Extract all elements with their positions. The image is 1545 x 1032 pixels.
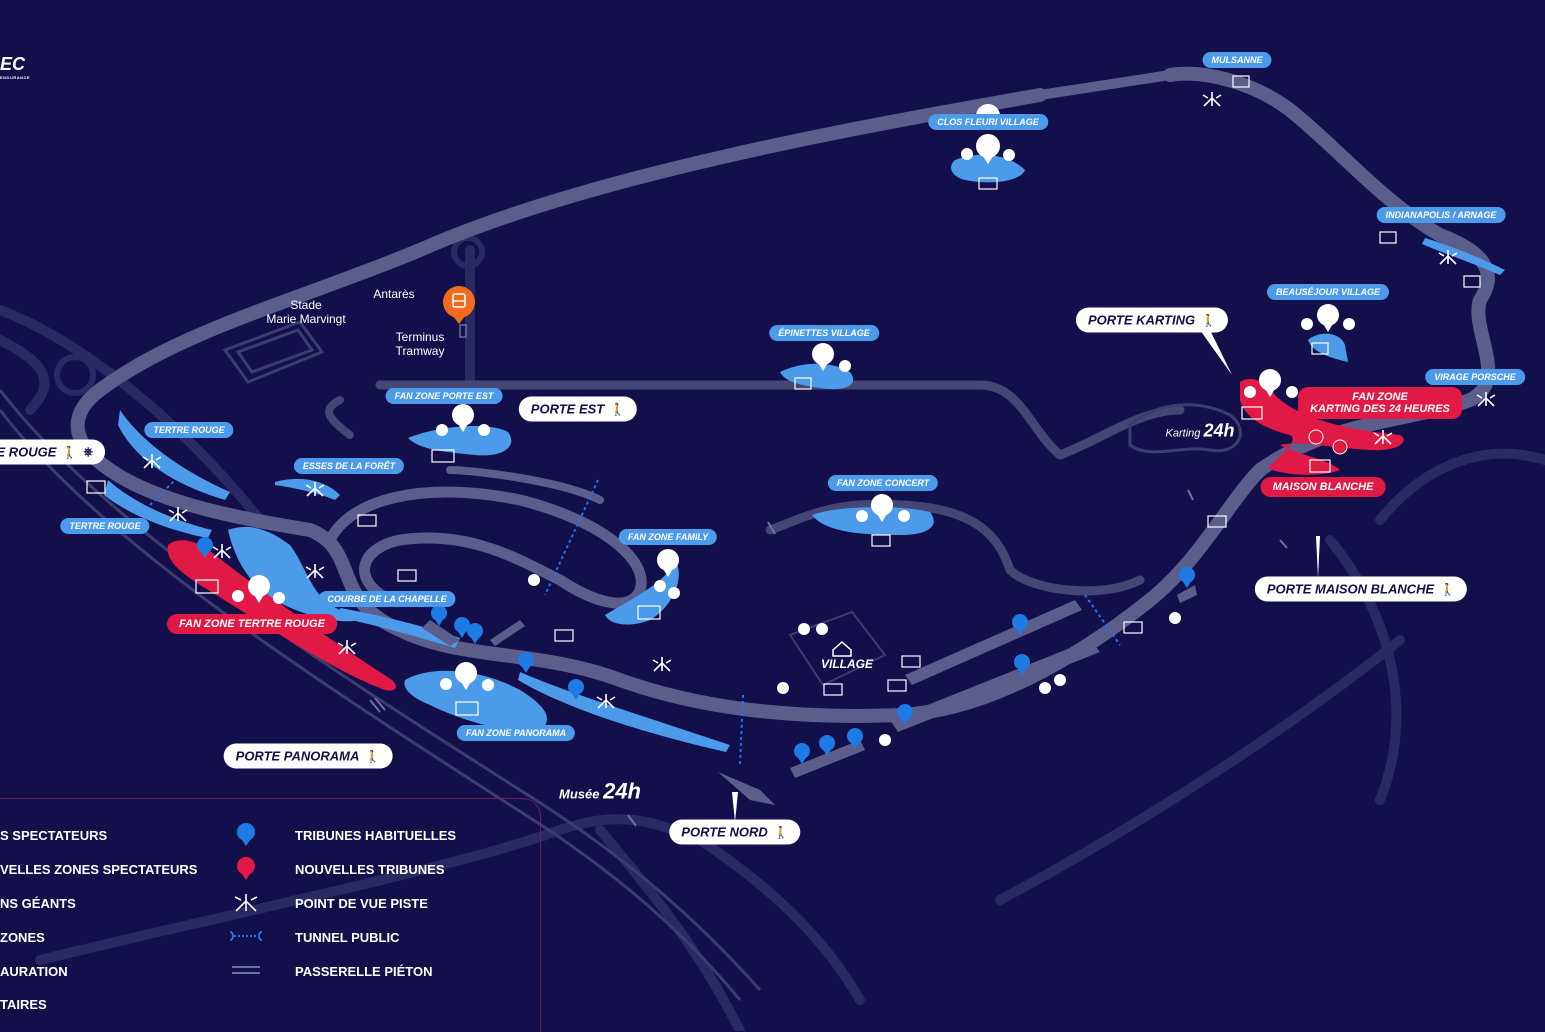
stade-label: Stade Marie Marvingt bbox=[266, 298, 345, 326]
pedestrian-icon: 🚶 bbox=[1201, 313, 1217, 327]
legend-tribunes-habituelles: TRIBUNES HABITUELLES bbox=[295, 828, 457, 843]
zone-fan-zone-karting[interactable]: FAN ZONE KARTING DES 24 HEURES bbox=[1298, 387, 1462, 419]
zone-clos-fleuri[interactable]: CLOS FLEURI VILLAGE bbox=[928, 114, 1048, 130]
grandstands bbox=[422, 585, 1197, 805]
pedestrian-icon: 🚶 bbox=[610, 402, 626, 416]
gate-label: PORTE PANORAMA bbox=[235, 748, 360, 764]
karting-track bbox=[1128, 403, 1242, 454]
tram-stop-marker bbox=[459, 324, 467, 338]
surrounding-roads bbox=[0, 235, 1545, 1031]
gate-label: PORTE MAISON BLANCHE bbox=[1266, 581, 1435, 597]
legend-item: AURATION bbox=[0, 964, 68, 979]
tunnel-icon bbox=[149, 479, 1121, 766]
zone-fan-zone-concert[interactable]: FAN ZONE CONCERT bbox=[827, 475, 939, 491]
gate-label: RE ROUGE bbox=[0, 444, 57, 460]
restaurant-pin-icon bbox=[232, 148, 1355, 746]
village-label: VILLAGE bbox=[820, 657, 874, 671]
musee-text: Musée bbox=[558, 786, 600, 802]
legend-passerelle: PASSERELLE PIÉTON bbox=[295, 964, 433, 979]
antares-label: Antarès bbox=[373, 287, 415, 301]
zone-fan-zone-panorama[interactable]: FAN ZONE PANORAMA bbox=[456, 725, 576, 741]
gate-label: PORTE KARTING bbox=[1087, 312, 1196, 328]
gate-porte-maison-blanche[interactable]: PORTE MAISON BLANCHE 🚶 bbox=[1254, 576, 1468, 602]
zone-fan-zone-family[interactable]: FAN ZONE FAMILY bbox=[618, 529, 718, 545]
gate-porte-panorama[interactable]: PORTE PANORAMA 🚶 bbox=[223, 743, 393, 769]
pedestrian-icon: 🚶 bbox=[365, 749, 381, 763]
zone-courbe-chapelle[interactable]: COURBE DE LA CHAPELLE bbox=[318, 591, 456, 607]
legend-icons bbox=[229, 823, 263, 974]
legend-item: NS GÉANTS bbox=[0, 896, 76, 911]
zone-fan-zone-porte-est[interactable]: FAN ZONE PORTE EST bbox=[385, 388, 503, 404]
zone-tertre-rouge-1[interactable]: TERTRE ROUGE bbox=[144, 422, 234, 438]
viewpoint-icon bbox=[142, 92, 1496, 709]
legend-item: ZONES bbox=[0, 930, 45, 945]
gate-label: PORTE NORD bbox=[681, 824, 768, 840]
village-tent-icon bbox=[832, 640, 852, 657]
legend-item: VELLES ZONES SPECTATEURS bbox=[0, 862, 198, 877]
tram-text: Terminus Tramway bbox=[395, 330, 445, 358]
pedestrian-icon: 🚶 bbox=[1440, 582, 1456, 596]
gate-porte-est[interactable]: PORTE EST 🚶 bbox=[518, 396, 638, 422]
footbridge-icon bbox=[369, 489, 1288, 827]
pedestrian-icon: 🚶 bbox=[773, 825, 789, 839]
legend-nouvelles-tribunes: NOUVELLES TRIBUNES bbox=[295, 862, 445, 877]
karting-logo: Karting 24h bbox=[1165, 420, 1235, 441]
legend-item: TAIRES bbox=[0, 997, 47, 1012]
legend-item: S SPECTATEURS bbox=[0, 828, 108, 843]
screen-icon bbox=[86, 75, 1481, 716]
zone-beausejour[interactable]: BEAUSÉJOUR VILLAGE bbox=[1266, 284, 1390, 300]
steering-wheel-icon: ⎈ bbox=[83, 444, 93, 459]
highway bbox=[0, 389, 762, 1001]
gate-porte-tertre-rouge[interactable]: RE ROUGE 🚶 ⎈ bbox=[0, 439, 105, 465]
musee-logo: Musée 24h bbox=[558, 778, 642, 804]
legend-point-de-vue: POINT DE VUE PISTE bbox=[295, 896, 428, 911]
logo-text: EC bbox=[0, 54, 26, 74]
zone-tertre-rouge-2[interactable]: TERTRE ROUGE bbox=[60, 518, 150, 534]
tram-icon bbox=[443, 286, 475, 324]
grandstand-pin-icon bbox=[197, 537, 1195, 764]
village-area bbox=[788, 610, 887, 687]
porte-pointers bbox=[732, 330, 1320, 822]
tram-label: Terminus Tramway bbox=[396, 330, 445, 358]
zone-maison-blanche[interactable]: MAISON BLANCHE bbox=[1260, 477, 1386, 497]
zone-indianapolis[interactable]: INDIANAPOLIS / ARNAGE bbox=[1376, 207, 1506, 223]
logo-subtext: ENDURANCE bbox=[0, 75, 31, 80]
gate-porte-nord[interactable]: PORTE NORD 🚶 bbox=[669, 819, 801, 845]
gate-porte-karting[interactable]: PORTE KARTING 🚶 bbox=[1075, 307, 1229, 333]
map-legend: S SPECTATEURS VELLES ZONES SPECTATEURS N… bbox=[0, 798, 541, 1032]
zone-mulsanne[interactable]: MULSANNE bbox=[1202, 52, 1272, 68]
zone-epinettes[interactable]: ÉPINETTES VILLAGE bbox=[769, 325, 879, 341]
karting-text: Karting bbox=[1165, 427, 1201, 440]
zone-fan-zone-tertre-rouge[interactable]: FAN ZONE TERTRE ROUGE bbox=[167, 614, 337, 634]
new-grandstand-pin-icon bbox=[1308, 429, 1348, 455]
race-track bbox=[70, 66, 1496, 723]
gate-label: PORTE EST bbox=[530, 401, 605, 417]
pedestrian-icon: 🚶 bbox=[62, 445, 78, 459]
zone-virage-porsche[interactable]: VIRAGE PORSCHE bbox=[1425, 369, 1525, 385]
legend-tunnel-public: TUNNEL PUBLIC bbox=[295, 930, 400, 945]
zone-esses-foret[interactable]: ESSES DE LA FORÊT bbox=[293, 458, 405, 474]
stade-text: Stade Marie Marvingt bbox=[266, 298, 346, 326]
stadium-shape bbox=[222, 320, 325, 384]
